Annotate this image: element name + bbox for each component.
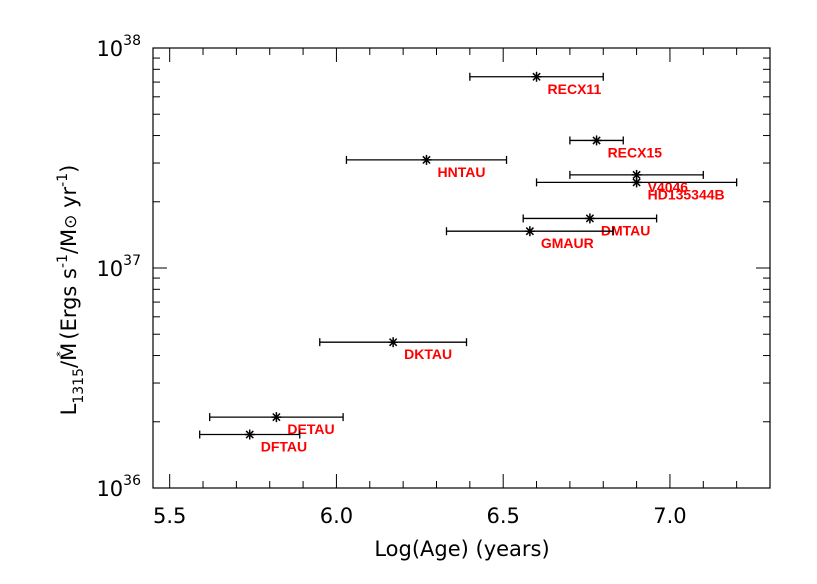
- point-marker-d2: [592, 136, 601, 145]
- data-point: GMAUR: [445, 226, 614, 251]
- data-point: DKTAU: [319, 337, 468, 362]
- y-tick-label: 1038: [96, 33, 141, 61]
- y-axis-title-units-close: ): [57, 165, 81, 173]
- point-marker-d2: [272, 412, 281, 422]
- point-label: GMAUR: [541, 235, 594, 251]
- point-marker-d2: [525, 227, 535, 236]
- point-label: DMTAU: [601, 222, 651, 238]
- point-label: DKTAU: [404, 346, 452, 362]
- x-tick-label: 7.0: [653, 504, 686, 528]
- y-axis-title-subscript: 1315: [71, 368, 87, 404]
- y-tick-label-exponent: 37: [123, 253, 141, 269]
- x-tick-label: 6.5: [486, 504, 519, 528]
- data-point: RECX11: [469, 71, 604, 97]
- y-tick-label-base: 10: [96, 37, 123, 61]
- data-point: DFTAU: [199, 429, 307, 455]
- x-axis-title: Log(Age) (years): [374, 537, 549, 561]
- data-point: DETAU: [209, 412, 344, 437]
- y-tick-label-exponent: 36: [123, 473, 141, 489]
- point-marker-d2: [632, 170, 641, 180]
- axes: [152, 47, 771, 489]
- y-axis-title-l: L: [57, 403, 81, 415]
- y-axis-title-exp2: -1: [55, 173, 71, 187]
- data-point: HD135344B: [535, 177, 738, 202]
- y-tick-label: 1037: [96, 253, 141, 281]
- point-label: HD135344B: [648, 186, 725, 202]
- y-axis-title-per-mass: /M: [57, 343, 81, 368]
- y-tick-label: 1036: [96, 473, 141, 501]
- point-label: DFTAU: [261, 439, 307, 455]
- y-axis-title: L1315/M* (Ergs s-1/M⊙ yr-1): [54, 165, 87, 416]
- data-point: HNTAU: [345, 154, 508, 180]
- point-label: HNTAU: [437, 164, 485, 180]
- y-axis-title-star: *: [54, 351, 67, 357]
- y-axis-title-per-msun: /M: [57, 229, 81, 254]
- x-tick-label: 6.0: [320, 504, 353, 528]
- y-tick-label-base: 10: [96, 257, 123, 281]
- point-marker-d2: [245, 430, 254, 439]
- point-marker-d2: [585, 214, 595, 223]
- data-point: DMTAU: [522, 213, 658, 238]
- point-marker-d2: [632, 178, 641, 187]
- point-marker-d2: [388, 338, 398, 347]
- ticks: [153, 47, 771, 489]
- y-axis-title-sun-symbol: ⊙: [61, 215, 81, 229]
- y-axis-title-units-open: (Ergs s: [57, 268, 81, 346]
- x-tick-label: 5.5: [153, 504, 186, 528]
- y-axis-title-exp1: -1: [55, 254, 71, 268]
- data-point: RECX15: [569, 135, 663, 160]
- y-tick-label-base: 10: [96, 477, 123, 501]
- y-axis-title-yr: yr: [57, 186, 81, 214]
- point-marker-d2: [532, 72, 541, 81]
- point-label: RECX11: [548, 81, 602, 97]
- point-marker-d2: [422, 155, 431, 165]
- data-points: RECX11RECX15HNTAUV4046HD135344BDMTAUGMAU…: [199, 71, 738, 455]
- point-label: RECX15: [608, 144, 663, 160]
- y-tick-label-exponent: 38: [123, 33, 141, 49]
- x-tick-labels: 5.5 6.0 6.5 7.0: [153, 504, 687, 528]
- plot-frame: [152, 47, 771, 489]
